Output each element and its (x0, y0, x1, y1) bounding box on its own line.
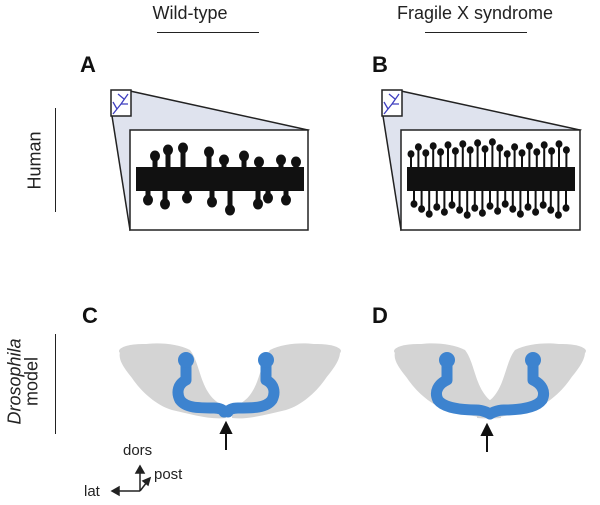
spine-head (540, 141, 548, 149)
spine-head (547, 206, 555, 214)
spine-head (143, 194, 153, 206)
spine-head (516, 210, 524, 218)
spine-head (414, 143, 422, 151)
spine-head (425, 210, 433, 218)
spine-head (509, 205, 517, 213)
spine-head (418, 205, 426, 213)
dendritic-spines-wild-type (143, 142, 301, 216)
spine-head (548, 147, 556, 155)
spine-head (225, 204, 235, 216)
spine-head (463, 211, 471, 219)
spine-head (562, 204, 570, 212)
column-underline-wild-type (157, 32, 259, 33)
dorsal-axis-arrowhead (134, 464, 146, 474)
spine-head (440, 208, 448, 216)
panel-letter-c: C (82, 303, 98, 328)
mushroom-body-lobes-blue (172, 360, 280, 418)
spine-head (163, 144, 173, 156)
spine-head (496, 144, 504, 152)
spine-head (539, 201, 547, 209)
spine-head (254, 156, 264, 168)
spine-head (204, 146, 214, 158)
panel-letter-b: B (372, 52, 388, 77)
midline-arrow (219, 420, 233, 450)
spine-head (281, 194, 291, 206)
spine-head (488, 138, 496, 146)
posterior-axis-arrowhead (141, 476, 152, 487)
spine-head (555, 140, 563, 148)
calyx-blue (439, 352, 541, 368)
spine-head (481, 145, 489, 153)
spine-head (562, 146, 570, 154)
neuron-dendrite-icon (383, 93, 400, 115)
spine-head (437, 148, 445, 156)
dendrite-shaft (136, 167, 304, 191)
spine-head (253, 198, 263, 210)
spine-head (466, 146, 474, 154)
axis-label-lat: lat (84, 483, 100, 500)
spine-head (276, 154, 286, 166)
dendrite-shaft (407, 167, 575, 191)
spine-head (532, 208, 540, 216)
column-title-wild-type: Wild-type (152, 3, 228, 23)
column-underline-fragile-x (425, 32, 527, 33)
spine-head (525, 142, 533, 150)
spine-head (219, 154, 229, 166)
lateral-axis-arrowhead (110, 485, 120, 497)
spine-head (501, 200, 509, 208)
dendritic-spines-fragile-x (407, 138, 570, 219)
panel-letter-a: A (80, 52, 96, 77)
spine-head (422, 149, 430, 157)
spine-head (486, 202, 494, 210)
calyx-blue (178, 352, 274, 368)
brain-outline-gray (119, 343, 341, 419)
column-title-fragile-x: Fragile X syndrome (396, 3, 554, 23)
spine-head (291, 156, 301, 168)
spine-head (494, 207, 502, 215)
spine-head (150, 150, 160, 162)
row-rule-drosophila (55, 334, 56, 434)
spine-head (474, 139, 482, 147)
spine-head (429, 142, 437, 150)
spine-head (478, 209, 486, 217)
spine-head (178, 142, 188, 154)
spine-head (444, 141, 452, 149)
mushroom-body-lobes-blue (430, 360, 550, 420)
spine-head (518, 149, 526, 157)
row-rule-human (55, 108, 56, 212)
axis-label-post: post (154, 466, 183, 483)
neuron-dendrite-icon (112, 93, 129, 115)
spine-head (239, 150, 249, 162)
spine-head (448, 201, 456, 209)
spine-head (471, 204, 479, 212)
spine-head (451, 147, 459, 155)
spine-head (263, 192, 273, 204)
midline-arrow (480, 422, 494, 452)
spine-head (503, 150, 511, 158)
spine-head (182, 192, 192, 204)
spine-head (533, 148, 541, 156)
spine-head (456, 206, 464, 214)
panel-letter-d: D (372, 303, 388, 328)
spine-head (207, 196, 217, 208)
spine-head (433, 203, 441, 211)
axis-label-dors: dors (123, 442, 153, 459)
spine-head (407, 150, 415, 158)
spine-head (554, 211, 562, 219)
spine-head (511, 143, 519, 151)
spine-head (459, 140, 467, 148)
spine-head (160, 198, 170, 210)
spine-head (524, 203, 532, 211)
spine-head (410, 200, 418, 208)
